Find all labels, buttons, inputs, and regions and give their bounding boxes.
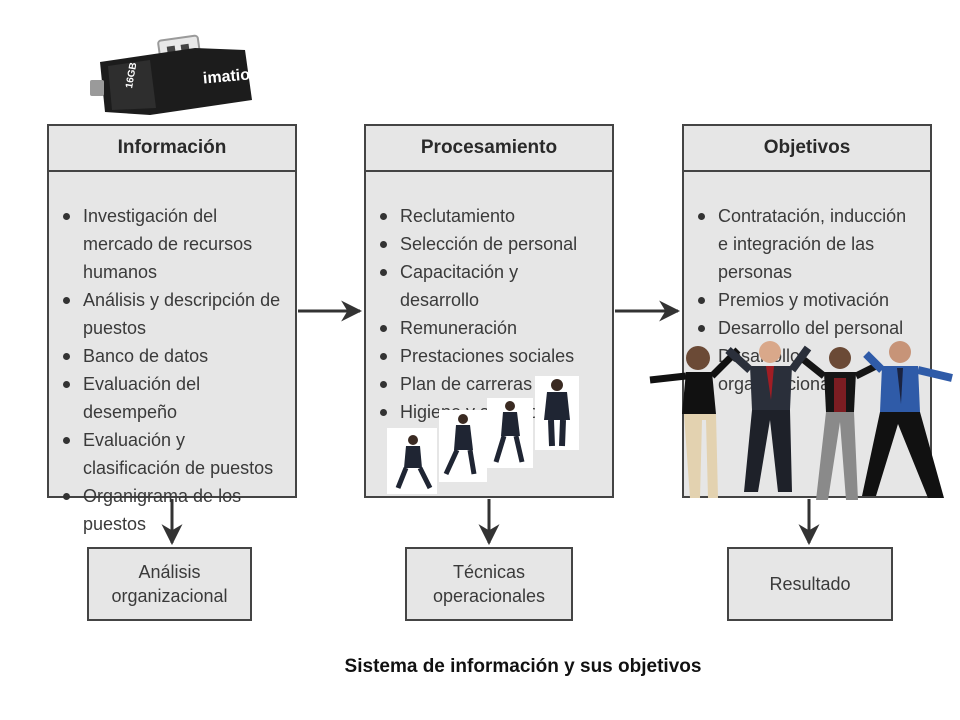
objectives-title: Objetivos — [684, 126, 930, 172]
usb-brand-label: imation — [202, 66, 260, 88]
list-item: Prestaciones sociales — [380, 342, 602, 370]
list-item: Selección de personal — [380, 230, 602, 258]
result-box-result: Resultado — [727, 547, 893, 621]
list-item: Análisis y descripción de puestos — [63, 286, 285, 342]
usb-drive-image: imation 16GB — [90, 34, 260, 115]
celebrating-people-image — [649, 341, 953, 500]
information-list: Investigación del mercado de recursos hu… — [49, 172, 295, 538]
walking-men-image — [387, 376, 579, 494]
list-item: Evaluación del desempeño — [63, 370, 285, 426]
diagram-caption: Sistema de información y sus objetivos — [344, 656, 702, 677]
list-item: Plan de carreras — [380, 370, 602, 398]
list-item: Reclutamiento — [380, 202, 602, 230]
result-box-techniques: Técnicas operacionales — [405, 547, 573, 621]
list-item: Remuneración — [380, 314, 602, 342]
objectives-box: Objetivos Contratación, inducción e inte… — [682, 124, 932, 498]
list-item: Capacitación y desarrollo — [380, 258, 602, 314]
list-item: Investigación del mercado de recursos hu… — [63, 202, 285, 286]
list-item: Contratación, inducción e integración de… — [698, 202, 920, 286]
usb-capacity-label: 16GB — [124, 62, 139, 90]
list-item: Banco de datos — [63, 342, 285, 370]
list-item: Premios y motivación — [698, 286, 920, 314]
information-box: Información Investigación del mercado de… — [47, 124, 297, 534]
list-item: Evaluación y clasificación de puestos — [63, 426, 285, 482]
processing-title: Procesamiento — [366, 126, 612, 172]
information-title: Información — [49, 126, 295, 172]
list-item: Desarrollo del personal — [698, 314, 920, 342]
list-item: Organigrama de los puestos — [63, 482, 285, 538]
result-box-analysis: Análisis organizacional — [87, 547, 252, 621]
